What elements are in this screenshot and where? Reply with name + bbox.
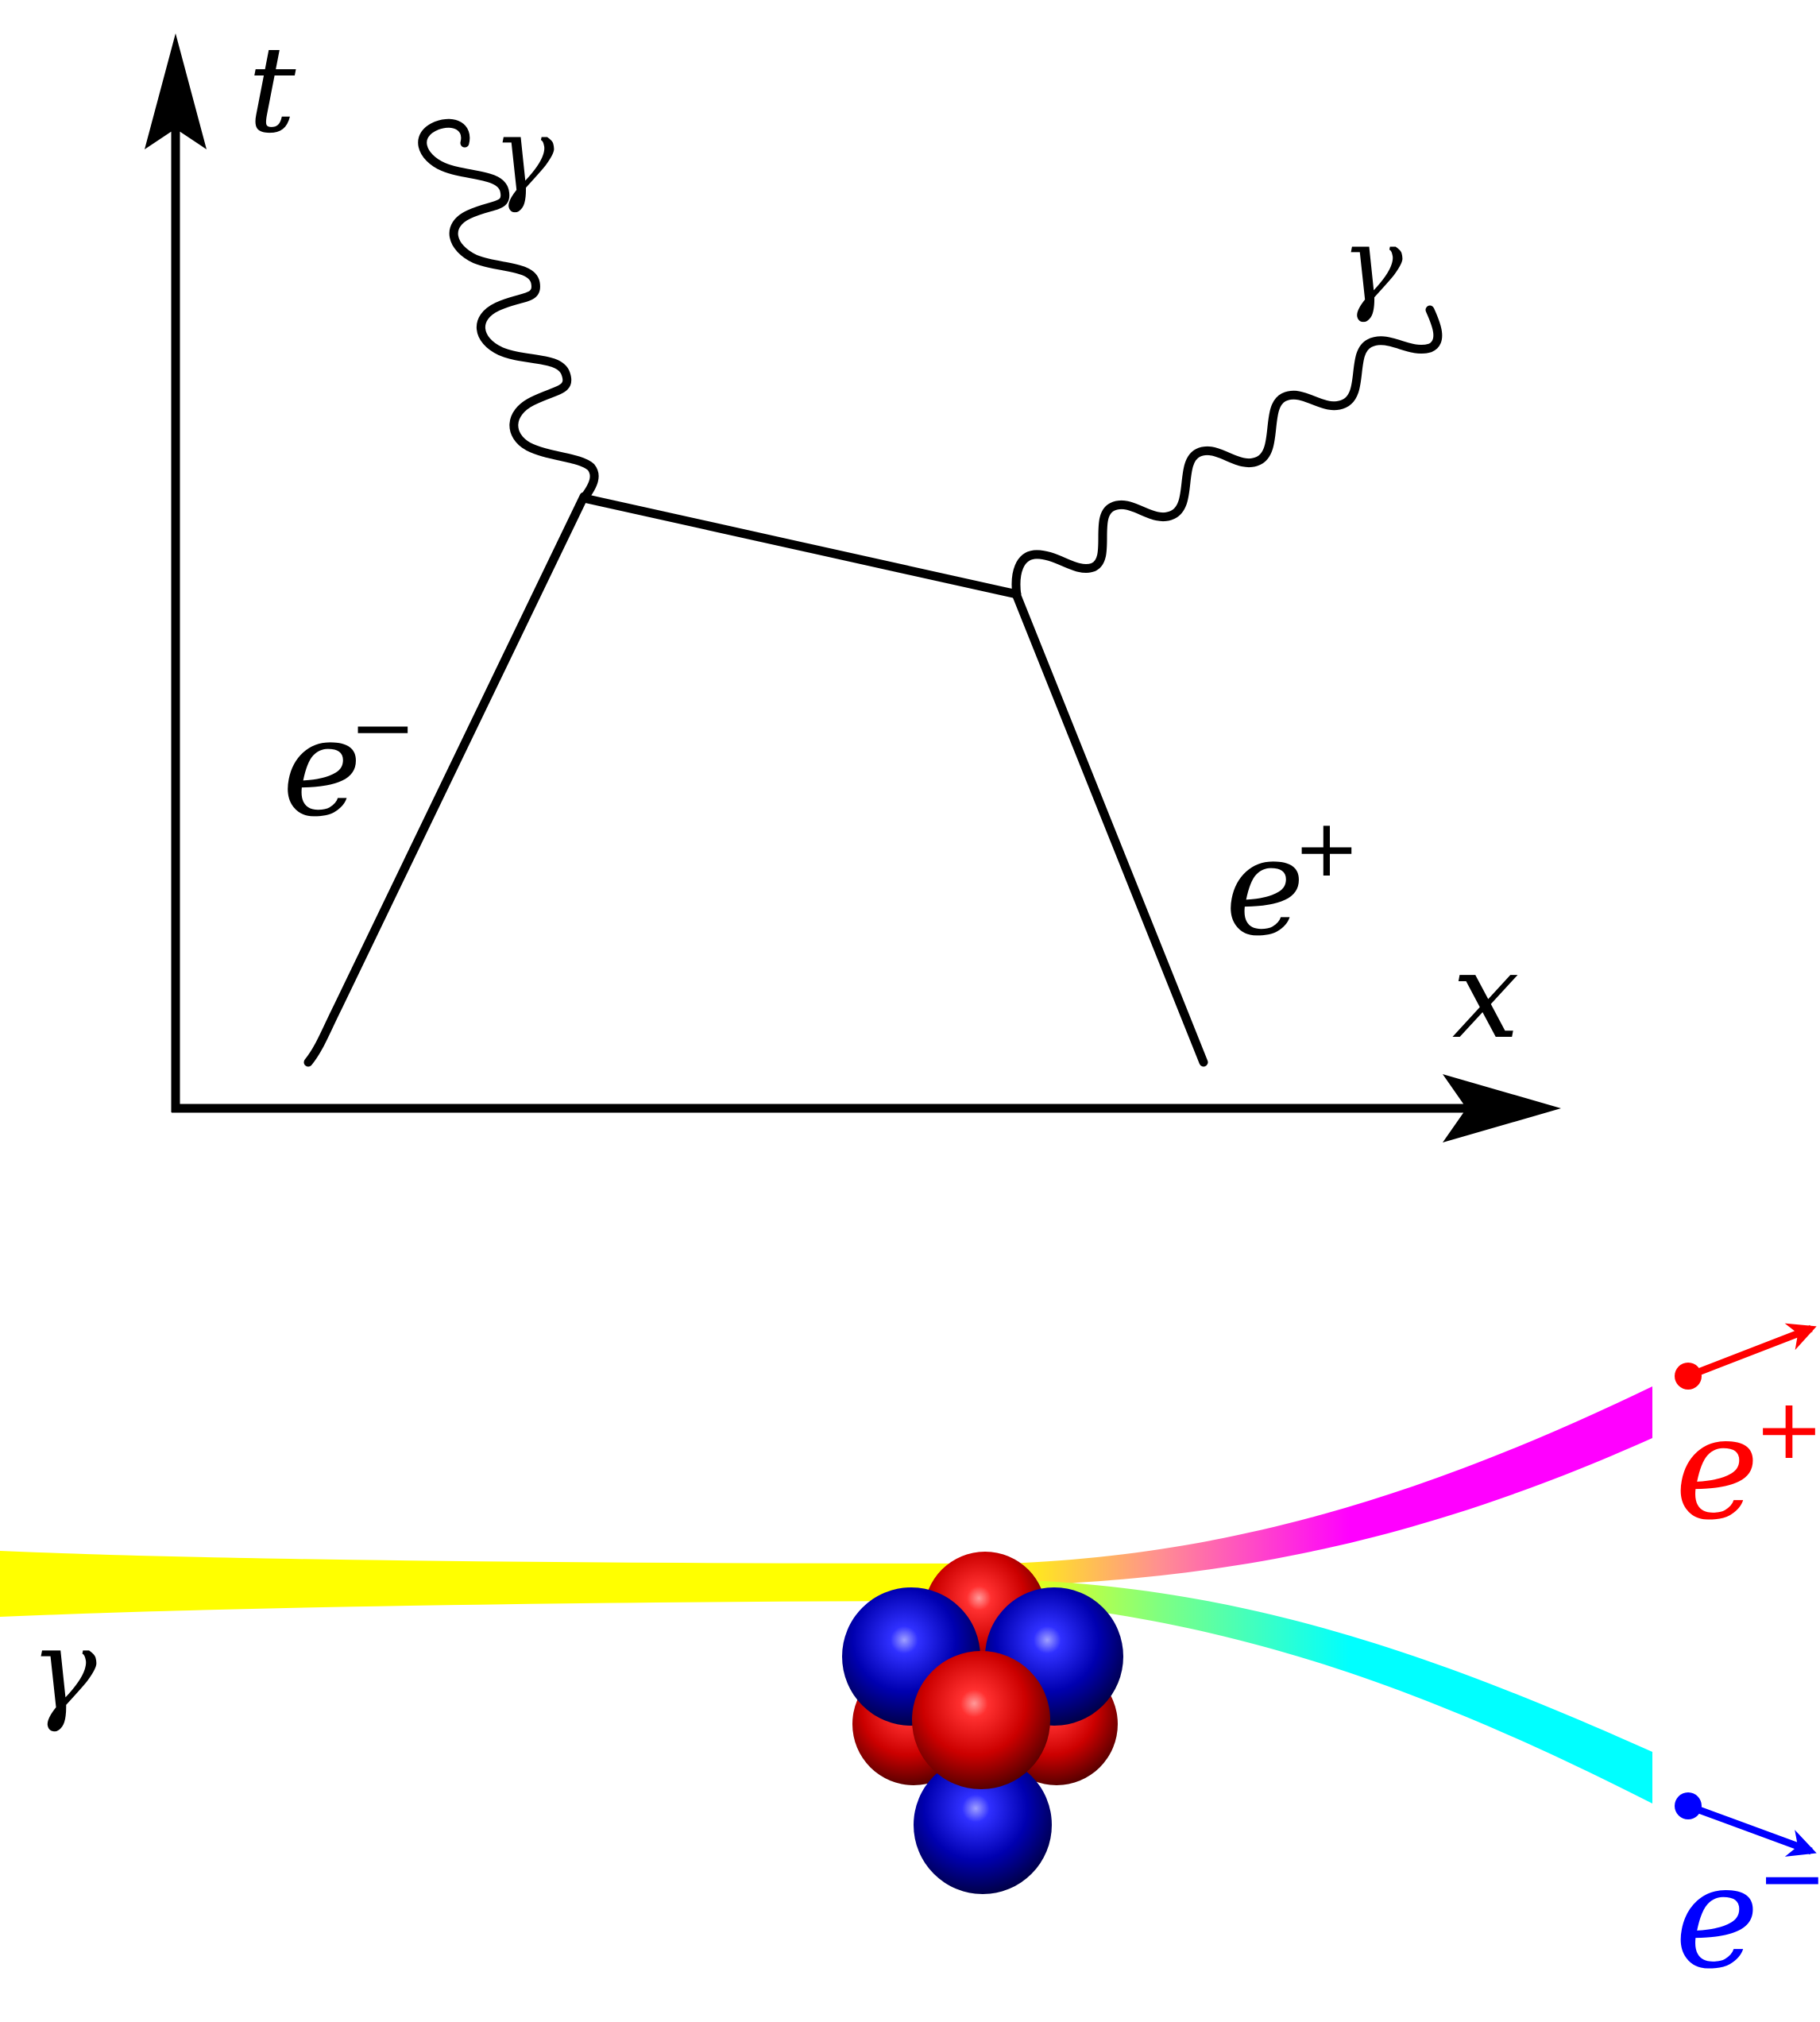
electron-label-charge: − (350, 681, 416, 774)
time-axis-label: t (248, 21, 296, 160)
positron-label-symbol: e (1225, 809, 1305, 966)
photon-right (1011, 305, 1443, 601)
space-axis-label: x (1452, 927, 1520, 1065)
positron-symbol: e (1675, 1386, 1760, 1552)
neutron-sphere (914, 1756, 1052, 1894)
propagator-line (579, 493, 1022, 599)
positron-label: e + (1225, 802, 1360, 966)
electron-particle (1675, 1792, 1817, 1857)
electron-charge: − (1757, 1830, 1820, 1927)
electron-symbol: e (1675, 1834, 1760, 2001)
pair-production-illustration: γ e + e − (0, 1323, 1820, 2001)
incoming-photon-beam (0, 1551, 1013, 1617)
incoming-photon-label: γ (30, 1606, 97, 1735)
positron-label-colored: e + (1675, 1381, 1820, 1552)
electron-worldline (303, 492, 589, 1067)
feynman-diagram: t x γ γ e − e + (145, 21, 1561, 1142)
photon-top-label: γ (493, 95, 555, 215)
time-axis-arrowhead (145, 33, 207, 149)
space-axis-arrowhead (1443, 1074, 1561, 1142)
electron-label-colored: e − (1675, 1830, 1820, 2001)
electron-label: e − (282, 681, 416, 847)
positron-worldline (1012, 591, 1208, 1067)
electron-label-symbol: e (282, 690, 362, 847)
nucleus (842, 1552, 1123, 1894)
positron-charge: + (1754, 1381, 1820, 1478)
positron-label-charge: + (1293, 802, 1360, 895)
time-axis (145, 33, 207, 1112)
photon-upper-left (418, 118, 599, 503)
positron-track (1005, 1386, 1652, 1586)
photon-right-label: γ (1341, 204, 1403, 325)
positron-particle (1675, 1323, 1817, 1390)
space-axis (172, 1074, 1561, 1142)
proton-sphere (912, 1651, 1050, 1789)
